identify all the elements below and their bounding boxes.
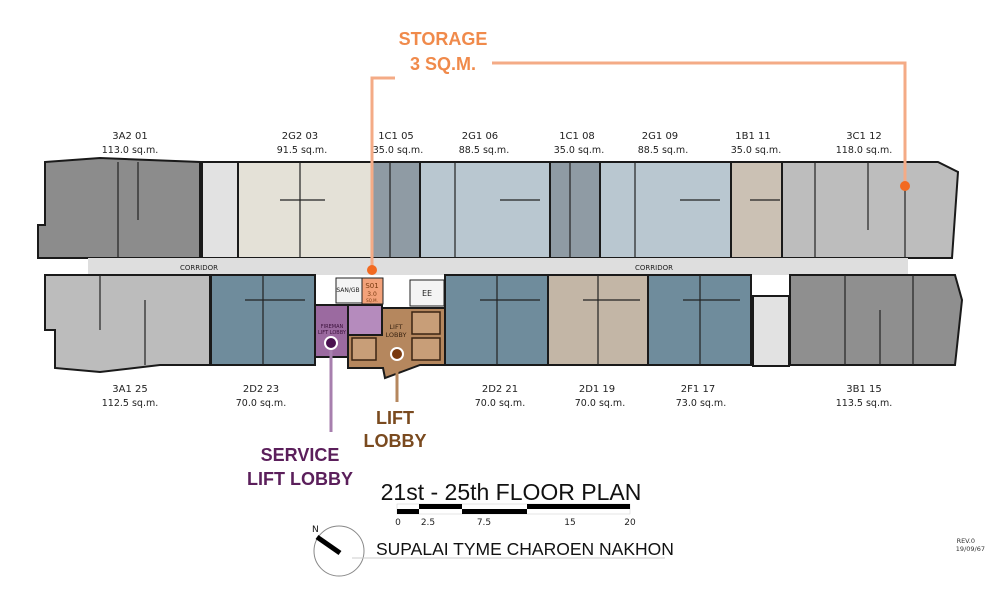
service-callout-line1: SERVICE xyxy=(261,445,340,465)
scale-tick: 2.5 xyxy=(421,518,435,528)
storage-s01[interactable] xyxy=(361,277,384,305)
service-callout-line2: LIFT LOBBY xyxy=(247,469,353,489)
unit-code: 2D2 23 xyxy=(243,384,279,395)
floor-plan-title: 21st - 25th FLOOR PLAN xyxy=(381,479,642,505)
ee-label: EE xyxy=(422,289,432,298)
lift-lobby-label-2: LOBBY xyxy=(385,331,406,339)
unit-area: 35.0 sq.m. xyxy=(373,145,423,156)
lift-car xyxy=(351,337,377,361)
revision-date: 19/09/67 xyxy=(956,545,985,553)
top-units xyxy=(37,156,960,259)
scale-bar: 0 2.5 7.5 15 20 xyxy=(395,503,636,528)
storage-leader-line xyxy=(370,76,395,270)
fireman-label-2: LIFT LOBBY xyxy=(318,330,347,336)
north-arrow-icon xyxy=(315,534,342,556)
unit-area: 118.0 sq.m. xyxy=(836,145,893,156)
bottom-unit-labels: 3A1 25 112.5 sq.m. 2D2 23 70.0 sq.m. 2D2… xyxy=(102,384,893,409)
compass-north-label: N xyxy=(312,525,319,535)
corridor xyxy=(88,258,908,275)
unit-area: 113.5 sq.m. xyxy=(836,398,893,409)
lift-lobby-callout: LIFT LOBBY xyxy=(364,347,427,451)
unit-1c1-08[interactable] xyxy=(549,161,601,259)
lift-car xyxy=(411,311,441,335)
unit-2g1-09[interactable] xyxy=(599,161,732,259)
unit-3a2-01[interactable] xyxy=(37,156,201,259)
storage-code: S01 xyxy=(365,282,378,290)
project-name: SUPALAI TYME CHAROEN NAKHON xyxy=(376,539,674,559)
unit-3b1-15[interactable] xyxy=(789,274,964,366)
storage-marker xyxy=(900,181,910,191)
unit-area: 112.5 sq.m. xyxy=(102,398,159,409)
unit-2g2-03[interactable] xyxy=(237,161,373,259)
san-gb-label: SAN/GB xyxy=(336,287,359,294)
top-unit-labels: 3A2 01 113.0 sq.m. 2G2 03 91.5 sq.m. 1C1… xyxy=(102,131,893,156)
scale-tick: 15 xyxy=(564,518,575,528)
fireman-lift xyxy=(347,304,383,336)
unit-area: 70.0 sq.m. xyxy=(236,398,286,409)
lift-lobby-label-1: LIFT xyxy=(389,323,402,331)
unit-3a1-25[interactable] xyxy=(44,274,211,374)
unit-1b1-11[interactable] xyxy=(730,161,783,259)
corridor-label-right: CORRIDOR xyxy=(635,264,673,272)
unit-area: 88.5 sq.m. xyxy=(638,145,688,156)
scale-tick: 20 xyxy=(624,518,636,528)
unit-code: 2D1 19 xyxy=(579,384,615,395)
unit-area: 35.0 sq.m. xyxy=(731,145,781,156)
unit-code: 1C1 05 xyxy=(378,131,414,142)
unit-area: 35.0 sq.m. xyxy=(554,145,604,156)
san-gb-room xyxy=(335,277,363,304)
storage-unit: SQ.M. xyxy=(366,298,378,303)
lift-car xyxy=(411,337,441,361)
corridor-label-left: CORRIDOR xyxy=(180,264,218,272)
unit-code: 2G2 03 xyxy=(282,131,318,142)
unit-code: 2G1 09 xyxy=(642,131,678,142)
unit-area: 73.0 sq.m. xyxy=(676,398,726,409)
unit-code: 2F1 17 xyxy=(681,384,715,395)
scale-tick: 7.5 xyxy=(477,518,491,528)
unit-area: 91.5 sq.m. xyxy=(277,145,327,156)
ee-room xyxy=(409,279,445,307)
unit-area: 70.0 sq.m. xyxy=(475,398,525,409)
unit-code: 1B1 11 xyxy=(735,131,771,142)
storage-callout-title: STORAGE xyxy=(399,29,488,49)
unit-code: 3C1 12 xyxy=(846,131,882,142)
stair-bottom xyxy=(752,295,790,367)
service-lift-lobby-callout: SERVICE LIFT LOBBY xyxy=(247,336,353,489)
storage-marker xyxy=(367,265,377,275)
storage-callout: STORAGE 3 SQ.M. xyxy=(367,29,910,275)
unit-1c1-05[interactable] xyxy=(371,161,421,259)
bottom-units xyxy=(44,274,964,380)
unit-code: 3B1 15 xyxy=(846,384,882,395)
unit-area: 113.0 sq.m. xyxy=(102,145,159,156)
lift-callout-line1: LIFT xyxy=(376,408,414,428)
storage-callout-size: 3 SQ.M. xyxy=(410,54,476,74)
north-compass: N xyxy=(312,525,365,577)
unit-code: 3A2 01 xyxy=(112,131,147,142)
unit-3c1-12[interactable] xyxy=(781,161,960,259)
storage-leader-line xyxy=(492,61,907,185)
lift-lobby-marker xyxy=(390,347,404,361)
unit-code: 2D2 21 xyxy=(482,384,518,395)
service-lift-marker xyxy=(324,336,338,350)
unit-code: 1C1 08 xyxy=(559,131,595,142)
unit-code: 3A1 25 xyxy=(112,384,147,395)
stair-top xyxy=(201,161,239,259)
storage-area: 3.0 xyxy=(367,291,377,298)
unit-area: 70.0 sq.m. xyxy=(575,398,625,409)
unit-area: 88.5 sq.m. xyxy=(459,145,509,156)
unit-2g1-06[interactable] xyxy=(419,161,551,259)
fireman-label-1: FIREMAN xyxy=(321,324,344,330)
scale-tick: 0 xyxy=(395,518,401,528)
unit-code: 2G1 06 xyxy=(462,131,498,142)
lift-callout-line2: LOBBY xyxy=(364,431,427,451)
revision-label: REV.0 xyxy=(957,537,975,545)
